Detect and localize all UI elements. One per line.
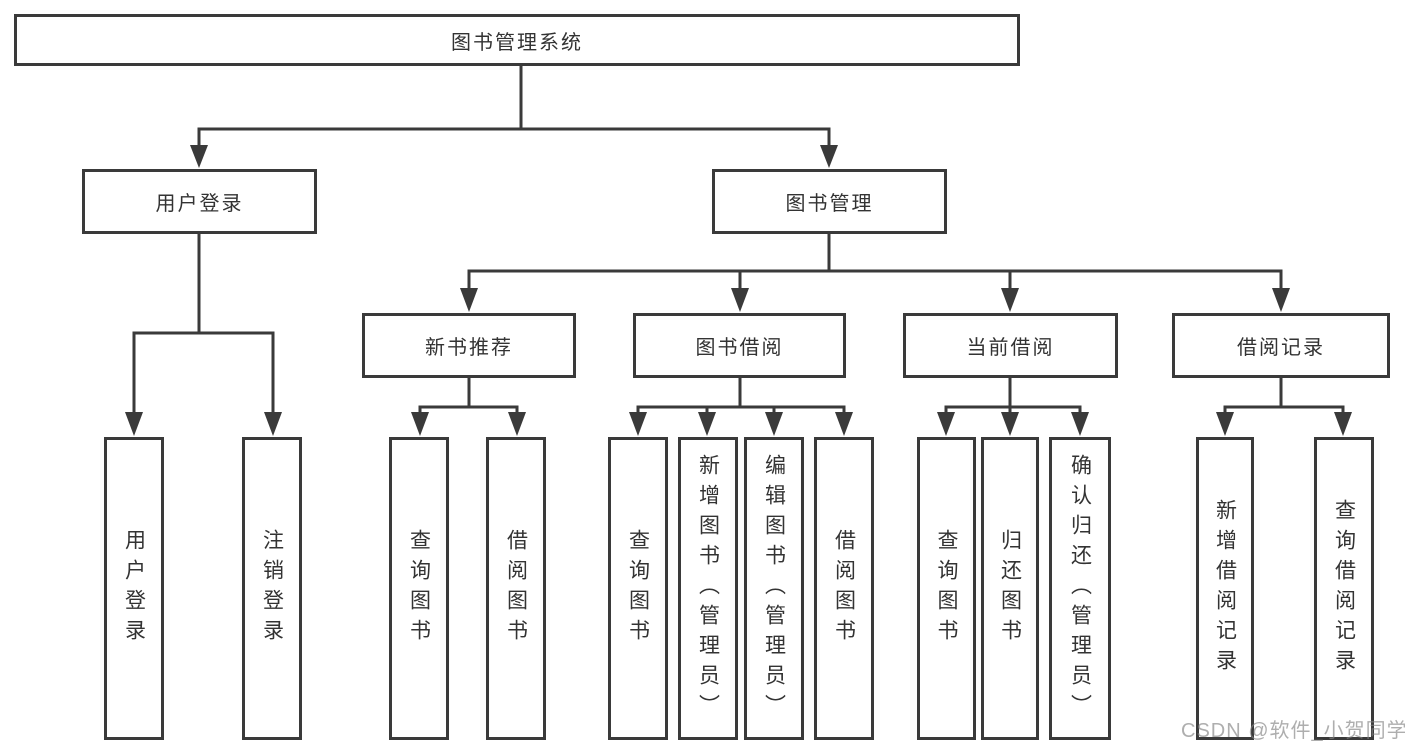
node-label: 图书管理 xyxy=(785,193,874,215)
node-label: 图书管理系统 xyxy=(451,31,583,54)
node-label: 查询图书 xyxy=(407,528,431,649)
node-label: 查询借阅记录 xyxy=(1332,498,1356,679)
arrowhead xyxy=(411,412,429,436)
arrowhead xyxy=(731,288,749,312)
node-label: 图书借阅 xyxy=(695,337,784,359)
node-new-book-recommend: 新书推荐 xyxy=(362,313,576,378)
leaf-recommend-query-books: 查询图书 xyxy=(389,437,449,740)
node-label: 新书推荐 xyxy=(425,337,513,359)
leaf-current-query-books: 查询图书 xyxy=(917,437,976,740)
node-label: 新增图书（管理员） xyxy=(696,453,720,724)
arrowhead xyxy=(125,412,143,436)
node-label: 注销登录 xyxy=(260,528,284,649)
node-label: 查询图书 xyxy=(626,528,650,649)
arrowhead xyxy=(629,412,647,436)
node-label: 确认归还（管理员） xyxy=(1068,453,1092,724)
leaf-borrow-borrow-books: 借阅图书 xyxy=(814,437,874,740)
arrowhead xyxy=(1001,412,1019,436)
arrowhead xyxy=(820,145,838,168)
node-label: 用户登录 xyxy=(155,193,244,215)
node-current-borrow: 当前借阅 xyxy=(903,313,1118,378)
arrowhead xyxy=(1334,412,1352,436)
arrowhead xyxy=(1071,412,1089,436)
leaf-borrow-query-books: 查询图书 xyxy=(608,437,668,740)
arrowhead xyxy=(698,412,716,436)
leaf-record-query: 查询借阅记录 xyxy=(1314,437,1374,740)
leaf-recommend-borrow-books: 借阅图书 xyxy=(486,437,546,740)
node-label: 查询图书 xyxy=(935,528,958,649)
leaf-logout: 注销登录 xyxy=(242,437,302,740)
node-library-management-system: 图书管理系统 xyxy=(14,14,1020,66)
leaf-current-confirm-return-admin: 确认归还（管理员） xyxy=(1049,437,1111,740)
leaf-current-return-books: 归还图书 xyxy=(981,437,1039,740)
leaf-borrow-add-books-admin: 新增图书（管理员） xyxy=(678,437,738,740)
leaf-user-login: 用户登录 xyxy=(104,437,164,740)
leaf-record-add: 新增借阅记录 xyxy=(1196,437,1254,740)
node-book-management: 图书管理 xyxy=(712,169,947,234)
node-label: 借阅图书 xyxy=(832,528,856,649)
node-user-login: 用户登录 xyxy=(82,169,317,234)
arrowhead xyxy=(1001,288,1019,312)
node-label: 编辑图书（管理员） xyxy=(762,453,786,724)
arrowhead xyxy=(1272,288,1290,312)
node-label: 新增借阅记录 xyxy=(1213,498,1237,679)
arrowhead xyxy=(460,288,478,312)
arrowhead xyxy=(765,412,783,436)
node-label: 借阅记录 xyxy=(1237,337,1325,359)
arrowhead xyxy=(264,412,282,436)
csdn-watermark: CSDN @软件_小贺同学 xyxy=(1181,720,1405,742)
leaf-borrow-edit-books-admin: 编辑图书（管理员） xyxy=(744,437,804,740)
arrowhead xyxy=(508,412,526,436)
node-book-borrow: 图书借阅 xyxy=(633,313,846,378)
arrowhead xyxy=(1216,412,1234,436)
node-label: 借阅图书 xyxy=(504,528,528,649)
arrowhead xyxy=(190,145,208,168)
node-label: 归还图书 xyxy=(998,528,1022,649)
arrowhead xyxy=(937,412,955,436)
arrowhead xyxy=(835,412,853,436)
node-label: 当前借阅 xyxy=(966,337,1055,359)
node-label: 用户登录 xyxy=(122,528,146,649)
node-borrow-record: 借阅记录 xyxy=(1172,313,1390,378)
